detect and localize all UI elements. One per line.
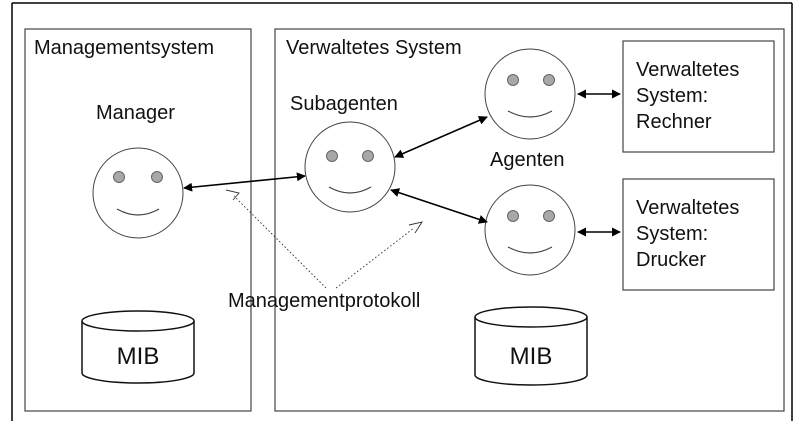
mib-label-left: MIB (117, 343, 160, 370)
rechner-box-line1: Verwaltetes (636, 59, 739, 81)
manager-subagent-connector (183, 172, 306, 192)
smiley-face-icon (484, 48, 576, 140)
protocol-pointer-lines (225, 189, 423, 289)
panel-title-verwaltetes-system: Verwaltetes System (286, 37, 462, 59)
mib-label-right: MIB (510, 343, 553, 370)
agenten-label: Agenten (490, 149, 565, 171)
subagent-agent-top-connector (394, 116, 488, 158)
database-cylinder-icon: MIB (81, 310, 195, 384)
rechner-box: Verwaltetes System: Rechner (622, 40, 775, 153)
drucker-box-line2: System: (636, 223, 708, 245)
smiley-face-icon (304, 121, 396, 213)
rechner-box-line3: Rechner (636, 111, 712, 133)
drucker-box-line1: Verwaltetes (636, 197, 739, 219)
smiley-face-icon (484, 184, 576, 276)
database-cylinder-icon: MIB (474, 306, 588, 386)
rechner-box-line2: System: (636, 85, 708, 107)
smiley-face-icon (92, 147, 184, 239)
drucker-box: Verwaltetes System: Drucker (622, 178, 775, 291)
panel-title-managementsystem: Managementsystem (34, 37, 214, 59)
managementsystem-panel: Managementsystem Manager MIB (24, 28, 252, 412)
subagent-agent-bottom-connector (390, 188, 488, 224)
drucker-box-line3: Drucker (636, 249, 706, 271)
managementprotokoll-label: Managementprotokoll (228, 290, 420, 312)
manager-label: Manager (96, 102, 175, 124)
subagenten-label: Subagenten (290, 93, 398, 115)
verwaltetes-system-panel: Verwaltetes System Subagenten Agenten (274, 28, 785, 412)
